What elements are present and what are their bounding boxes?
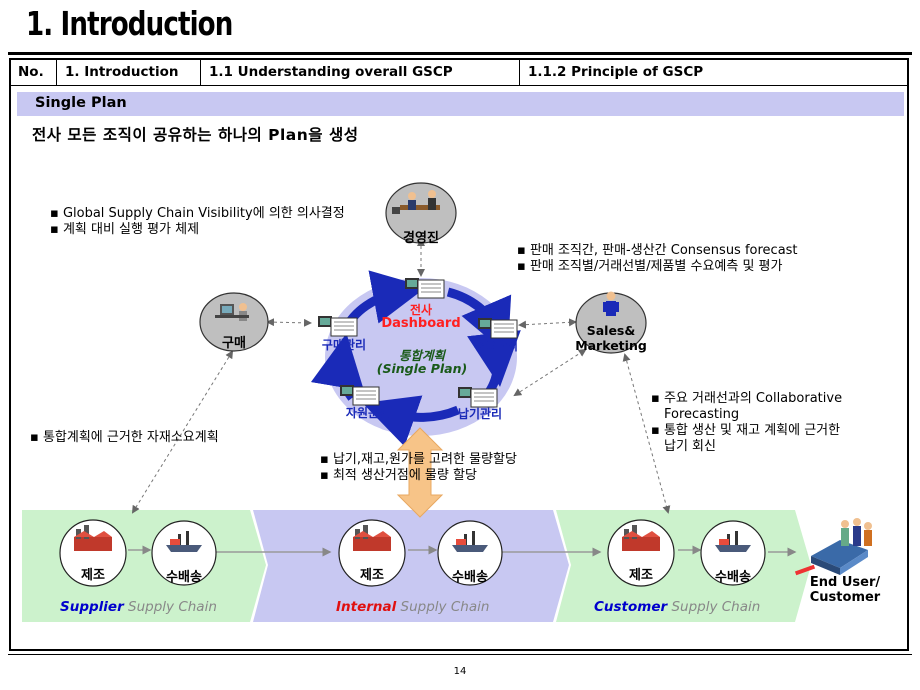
dashboard-label-1: 전사 [409, 303, 433, 317]
allocation-notes: ▪ 납기,재고,원가를 고려한 물량할당 ▪ 최적 생산거점에 물량 할당 [320, 452, 517, 484]
allocation-note-1: ▪ 납기,재고,원가를 고려한 물량할당 [320, 452, 517, 467]
ship-icon [452, 531, 488, 552]
dashed-arrow [518, 318, 577, 329]
ship-circle [151, 520, 217, 586]
purchase-icon [215, 303, 249, 321]
purchase-label: 구매 [222, 336, 246, 351]
purchase-note-1: ▪ 통합계획에 근거한 자재소요계획 [30, 430, 219, 445]
computer-icon [458, 387, 498, 408]
center-label-2: (Single Plan) [376, 361, 468, 376]
allocation-note-2: ▪ 최적 생산거점에 물량 할당 [320, 468, 477, 483]
internal-rest: Supply Chain [396, 599, 490, 615]
customer-chain-title: Customer Supply Chain [594, 599, 760, 615]
section-subtitle: 전사 모든 조직이 공유하는 하나의 Plan을 생성 [32, 126, 359, 144]
dashboard-label-2: Dashboard [381, 316, 461, 331]
header-cell-no: No. [10, 59, 57, 86]
customer-highlight: Customer [594, 599, 668, 615]
factory-icon [622, 525, 660, 551]
supplier-factory-label: 제조 [81, 568, 105, 583]
dashed-arrow [131, 350, 234, 514]
section-title: Single Plan [35, 95, 127, 111]
page-title: 1. Introduction [26, 4, 233, 43]
sales-icon [603, 291, 619, 316]
cycle-arrow [362, 395, 460, 447]
collab-note-2: Forecasting [664, 407, 740, 422]
collab-note-3: ▪ 통합 생산 및 재고 계획에 근거한 [651, 423, 841, 438]
supplier-chain-title: Supplier Supply Chain [60, 599, 217, 615]
computer-icon [405, 278, 445, 299]
ship-icon [715, 531, 751, 552]
ship-icon [166, 531, 202, 552]
sales-notes: ▪ 판매 조직간, 판매-생산간 Consensus forecast ▪ 판매… [517, 243, 798, 275]
supplier-ship-label: 수배송 [166, 570, 202, 585]
computer-icon [318, 316, 358, 337]
allocation-arrow [396, 427, 444, 518]
collab-notes: ▪ 주요 거래선과의 Collaborative Forecasting ▪ 통… [651, 391, 842, 455]
sales-note-1: ▪ 판매 조직간, 판매-생산간 Consensus forecast [517, 243, 798, 258]
internal-highlight: Internal [336, 599, 397, 615]
internal-ship-label: 수배송 [452, 570, 488, 585]
internal-factory-label: 제조 [360, 568, 384, 583]
ship-circle [437, 520, 503, 586]
header-cell-section: 1.1 Understanding overall GSCP [200, 59, 520, 86]
customer-ship-label: 수배송 [715, 570, 751, 585]
page-number: 14 [453, 666, 467, 677]
factory-icon [74, 525, 112, 551]
computer-icon [478, 318, 518, 339]
executive-note-2: ▪ 계획 대비 실행 평가 체제 [50, 222, 200, 237]
cycle-label-purchase-mgmt: 구매관리 [321, 338, 367, 352]
executive-label: 경영진 [403, 231, 439, 246]
sales-note-2: ▪ 판매 조직별/거래선별/제품별 수요예측 및 평가 [517, 259, 783, 274]
sales-label: Sales& Marketing [575, 323, 647, 353]
end-user-icon [794, 518, 872, 576]
section-bar [17, 92, 904, 116]
customer-rest: Supply Chain [667, 599, 761, 615]
factory-icon [353, 525, 391, 551]
header-cell-chapter: 1. Introduction [56, 59, 201, 86]
center-label-1: 통합계획 [398, 348, 445, 363]
title-underline [8, 52, 912, 55]
purchase-circle [199, 292, 269, 352]
supplier-rest: Supply Chain [123, 599, 217, 615]
collab-note-4: 납기 회신 [664, 439, 716, 454]
header-cell-subsection: 1.1.2 Principle of GSCP [519, 59, 908, 86]
executive-notes: ▪ Global Supply Chain Visibility에 의한 의사결… [50, 206, 345, 238]
header-table: No. 1. Introduction 1.1 Understanding ov… [10, 59, 908, 86]
collab-note-1: ▪ 주요 거래선과의 Collaborative [651, 391, 843, 406]
executive-note-1: ▪ Global Supply Chain Visibility에 의한 의사결… [50, 206, 345, 221]
cycle-label-demand-mgmt: 수요관리 [473, 339, 519, 353]
executive-icon [392, 190, 440, 214]
footer-line [8, 654, 912, 655]
computer-icon [340, 385, 380, 406]
end-user-label: End User/ Customer [809, 575, 881, 605]
cycle-label-resource-ops: 자원운영 [345, 406, 391, 420]
customer-factory-label: 제조 [629, 568, 653, 583]
purchase-notes: ▪ 통합계획에 근거한 자재소요계획 [30, 430, 219, 446]
dashed-arrow [266, 318, 312, 327]
ship-circle [700, 520, 766, 586]
supplier-highlight: Supplier [60, 599, 124, 615]
executive-circle [385, 182, 457, 244]
cycle-label-delivery-mgmt: 납기관리 [457, 407, 503, 421]
dashed-arrow [513, 348, 587, 397]
internal-chain-title: Internal Supply Chain [336, 599, 489, 615]
